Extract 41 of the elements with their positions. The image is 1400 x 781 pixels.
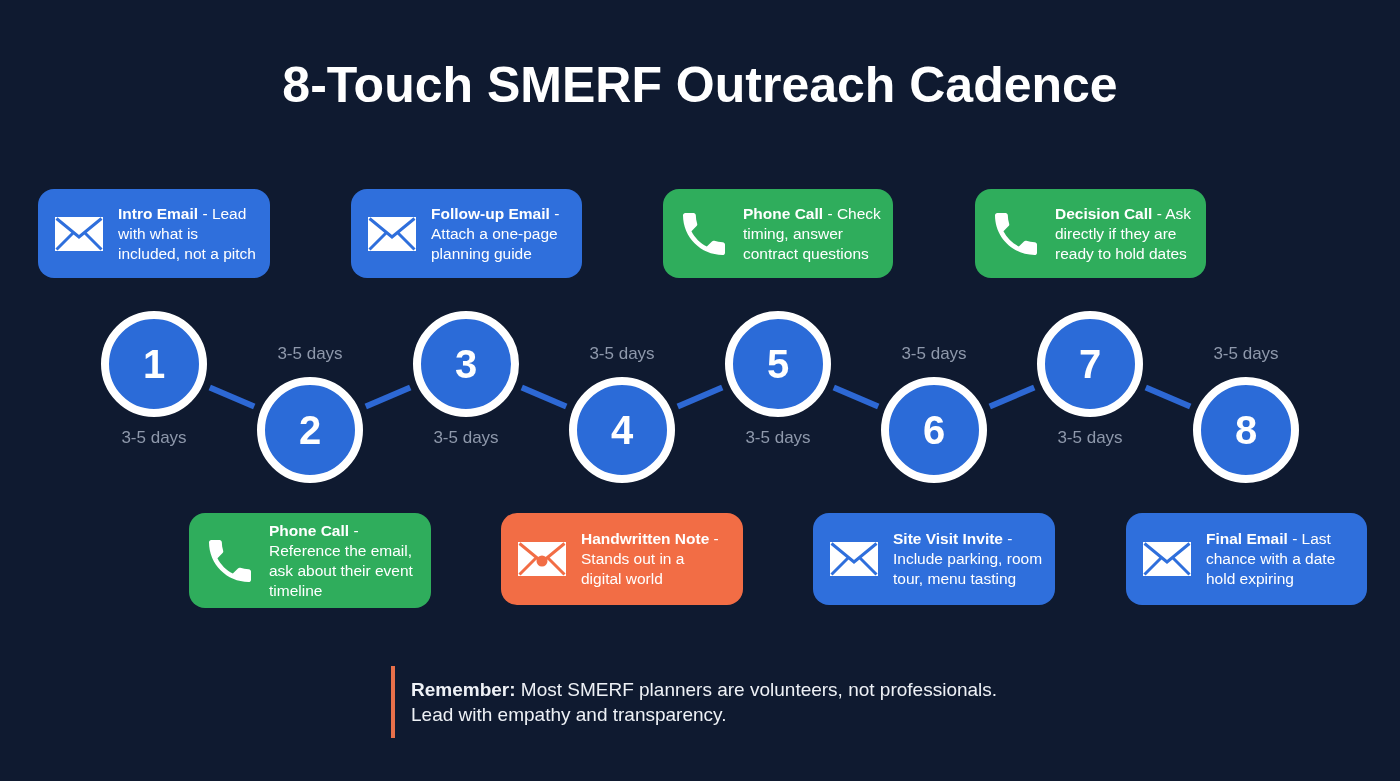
touch-card xyxy=(38,189,270,278)
interval-text: 3-5 days xyxy=(1057,427,1123,449)
interval-text: 3-5 days xyxy=(277,343,343,365)
interval-text: 3-5 days xyxy=(745,427,811,449)
touch-card xyxy=(189,513,431,608)
card-text: Site Visit Invite - Include parking, room tour, menu tasting xyxy=(893,529,1044,589)
connector-line xyxy=(676,384,724,410)
connector-line xyxy=(520,384,568,410)
step-number: 7 xyxy=(1078,342,1102,386)
step-number: 6 xyxy=(922,408,946,452)
touch-card xyxy=(663,189,893,278)
step-number: 8 xyxy=(1234,408,1258,452)
connector-line xyxy=(208,384,256,410)
card-text: Intro Email - Lead with what is included, not a pitch xyxy=(118,203,257,264)
connector-line xyxy=(988,384,1036,410)
step-number: 5 xyxy=(766,342,790,386)
connector-line xyxy=(832,384,880,410)
step-number: 3 xyxy=(454,342,478,386)
step-number: 4 xyxy=(610,408,634,452)
touch-card xyxy=(501,513,743,605)
interval-text: 3-5 days xyxy=(901,343,967,365)
card-text: Final Email - Last chance with a date hold expiring xyxy=(1206,529,1337,589)
callout-note: Remember: Most SMERF planners are volunteers, not professionals. Lead with empathy and transparency. xyxy=(391,666,1027,738)
card-text: Follow-up Email - Attach a one-page planning guide xyxy=(431,203,561,264)
interval-text: 3-5 days xyxy=(589,343,655,365)
interval-text: 3-5 days xyxy=(433,427,499,449)
card-text: Phone Call - Reference the email, ask about their event timeline xyxy=(269,520,414,601)
card-text: Decision Call - Ask directly if they are ready to hold dates xyxy=(1055,203,1193,264)
diagram-title: 8-Touch SMERF Outreach Cadence xyxy=(282,56,1118,115)
connector-line xyxy=(364,384,412,410)
touch-card xyxy=(975,189,1206,278)
touch-card xyxy=(813,513,1055,605)
step-number: 2 xyxy=(298,408,322,452)
card-text: Phone Call - Check timing, answer contract questions xyxy=(743,203,882,264)
card-text: Handwritten Note - Stands out in a digital world xyxy=(581,529,719,589)
connector-line xyxy=(1144,384,1192,410)
interval-text: 3-5 days xyxy=(1213,343,1279,365)
step-number: 1 xyxy=(142,342,166,386)
touch-card xyxy=(351,189,582,278)
interval-text: 3-5 days xyxy=(121,427,187,449)
touch-card xyxy=(1126,513,1367,605)
